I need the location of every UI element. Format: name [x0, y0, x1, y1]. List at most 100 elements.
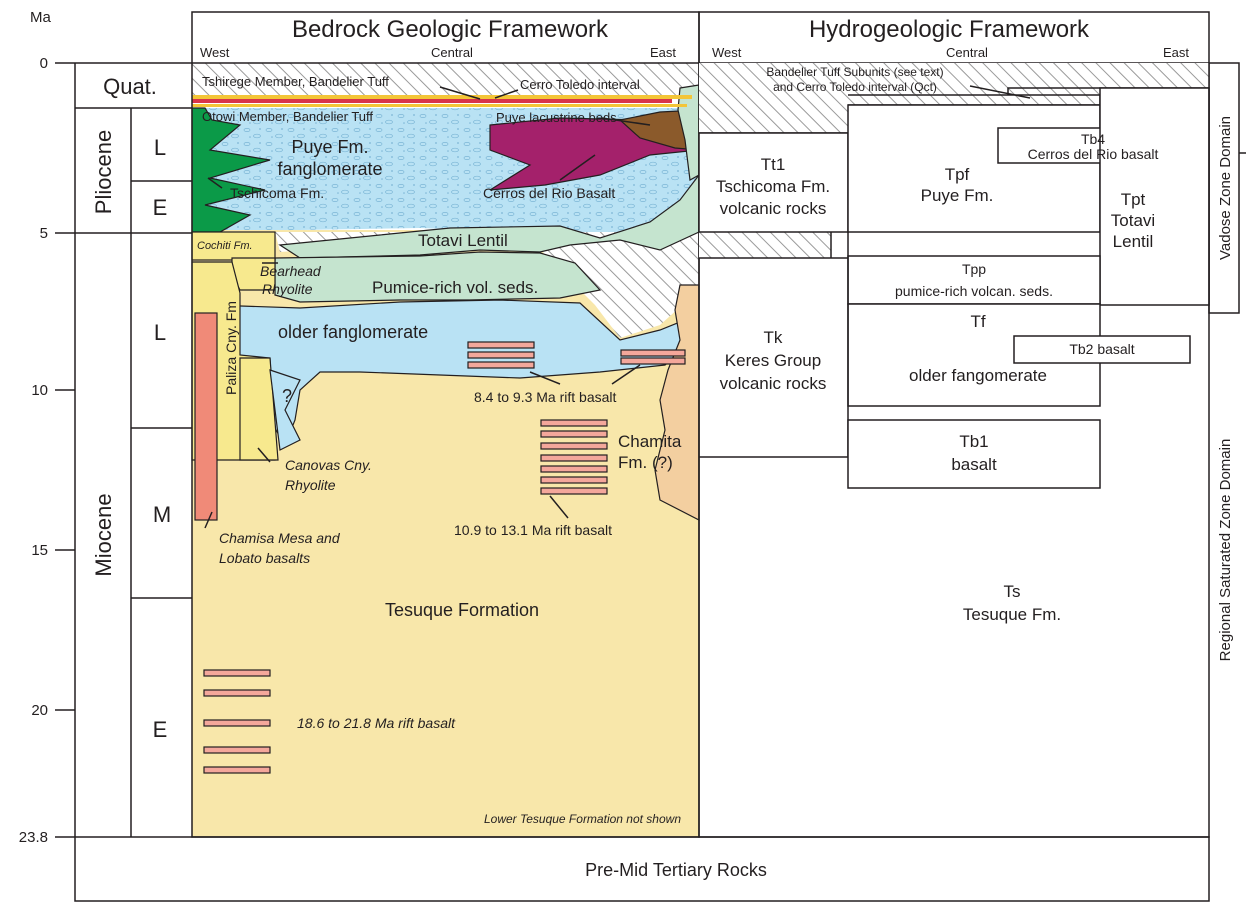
label-cerro-toledo: Cerro Toledo interval	[520, 77, 640, 92]
tk-name: Keres Group	[725, 351, 821, 370]
leader-cdr	[559, 154, 596, 181]
tpt-desc: Lentil	[1113, 232, 1154, 251]
label-chamita-1: Chamita	[618, 432, 682, 451]
rift-basalt-18-21-bar	[203, 746, 271, 754]
ts-name: Tesuque Fm.	[963, 605, 1061, 624]
tt1-code: Tt1	[761, 155, 786, 174]
chamisa-lobato-unit	[194, 312, 218, 521]
tpt-box	[1099, 87, 1210, 306]
tb4-name: Cerros del Rio basalt	[1028, 146, 1159, 162]
label-puye-1: Puye Fm.	[291, 137, 368, 157]
tick-label-20: 20	[31, 702, 48, 719]
hydro-east: East	[1163, 45, 1189, 60]
label-otowi: Otowi Member, Bandelier Tuff	[202, 109, 373, 124]
tpt-name: Totavi	[1111, 211, 1155, 230]
leader-rift109	[549, 495, 569, 519]
vadose-box	[1208, 62, 1240, 314]
tf-name: older fangomerate	[909, 366, 1047, 385]
tpf-name: Puye Fm.	[921, 186, 994, 205]
hydro-gap-hatch	[699, 232, 831, 258]
canovas-unit	[239, 357, 279, 461]
tick-label-5: 5	[40, 225, 48, 242]
leader-bt-note	[969, 85, 1031, 99]
tick-label-15: 15	[31, 542, 48, 559]
hiatus-hatch-area	[530, 232, 699, 338]
rift-basalt-8-9-east-bar	[620, 349, 686, 357]
pre-mid-tertiary-label: Pre-Mid Tertiary Rocks	[585, 860, 767, 880]
bedrock-title: Bedrock Geologic Framework	[292, 16, 609, 43]
label-puye-2: fanglomerate	[277, 159, 382, 179]
label-chamisa-1: Chamisa Mesa and	[219, 530, 341, 546]
label-lower-tesuque: Lower Tesuque Formation not shown	[484, 812, 681, 826]
tk-desc: volcanic rocks	[720, 374, 827, 393]
age-plio-e: E	[153, 195, 168, 220]
rift-basalt-11-13-bar	[540, 419, 608, 427]
cerro-toledo-band-2	[192, 104, 687, 107]
label-rift-84: 8.4 to 9.3 Ma rift basalt	[474, 389, 617, 405]
tb2-label: Tb2 basalt	[1069, 341, 1134, 357]
tick-label-238: 23.8	[19, 829, 48, 846]
label-canovas-1: Canovas Cny.	[285, 457, 372, 473]
leader-lacustrine	[601, 117, 651, 126]
tb4-code: Tb4	[1081, 131, 1105, 147]
label-older-fang: older fanglomerate	[278, 322, 428, 342]
rift-basalt-18-21-bar	[203, 766, 271, 774]
leader-rift84b	[611, 364, 641, 385]
question-wedge	[269, 369, 301, 451]
label-totavi: Totavi Lentil	[418, 231, 508, 250]
label-canovas-2: Rhyolite	[285, 477, 336, 493]
label-tesuque: Tesuque Formation	[385, 600, 539, 620]
leader-tschicoma	[207, 177, 223, 189]
tpt-code: Tpt	[1121, 190, 1146, 209]
hydro-west: West	[712, 45, 742, 60]
bedrock-central: Central	[431, 45, 473, 60]
bedrock-units	[191, 63, 700, 837]
regional-domain-label: Regional Saturated Zone Domain	[1217, 439, 1234, 662]
label-paliza: Paliza Cny. Fm	[223, 301, 239, 395]
hydro-bt-note-2: and Cerro Toledo interval (Qct)	[773, 80, 937, 94]
leader-canovas	[257, 447, 271, 463]
tf-code: Tf	[970, 312, 985, 331]
tpf-box	[847, 104, 1101, 233]
hydro-central: Central	[946, 45, 988, 60]
bandelier-hatch-area	[192, 63, 699, 99]
tt1-box	[698, 132, 849, 233]
epoch-miocene: Miocene	[91, 493, 116, 576]
tick-label-0: 0	[40, 55, 48, 72]
label-pumice: Pumice-rich vol. seds.	[372, 278, 538, 297]
label-cochiti: Cochiti Fm.	[197, 240, 253, 252]
label-tschicoma: Tschicoma Fm.	[230, 185, 324, 201]
rift-basalt-11-13-bar	[540, 454, 608, 462]
leader-tshirege	[439, 86, 481, 100]
labels: Ma 0 5 10 15 20 23.8 Quat. Pliocene Mioc…	[19, 9, 1234, 880]
rift-basalts	[203, 341, 686, 774]
frame	[55, 11, 1246, 902]
tt1-desc: volcanic rocks	[720, 199, 827, 218]
age-mio-e: E	[153, 717, 168, 742]
leader-chamisa	[204, 511, 213, 529]
rift-basalt-18-21-bar	[203, 669, 271, 677]
tpp-code: Tpp	[962, 261, 986, 277]
tb1-name: basalt	[951, 455, 997, 474]
label-chamisa-2: Lobato basalts	[219, 550, 310, 566]
label-chamita-2: Fm. (?)	[618, 453, 673, 472]
rift-basalt-8-9-west-bar	[467, 351, 535, 359]
rift-basalt-18-21-bar	[203, 689, 271, 697]
ts-code: Ts	[1004, 582, 1021, 601]
cerro-toledo-band	[192, 95, 692, 99]
pumice-rich-unit	[274, 251, 602, 303]
rift-basalt-11-13-bar	[540, 465, 608, 473]
hydro-bt-note-1: Bandelier Tuff Subunits (see text)	[766, 65, 943, 79]
axis-unit: Ma	[30, 9, 51, 26]
epoch-quat: Quat.	[103, 74, 157, 99]
tpf-code: Tpf	[945, 165, 970, 184]
tick-label-10: 10	[31, 382, 48, 399]
tt1-name: Tschicoma Fm.	[716, 177, 830, 196]
age-plio-l: L	[154, 135, 166, 160]
rift-basalt-18-21-bar	[203, 719, 271, 727]
tb1-code: Tb1	[959, 432, 988, 451]
rift-basalt-8-9-east-bar	[620, 357, 686, 365]
rift-basalt-8-9-west-bar	[467, 361, 535, 369]
tpp-name: pumice-rich volcan. seds.	[895, 283, 1053, 299]
